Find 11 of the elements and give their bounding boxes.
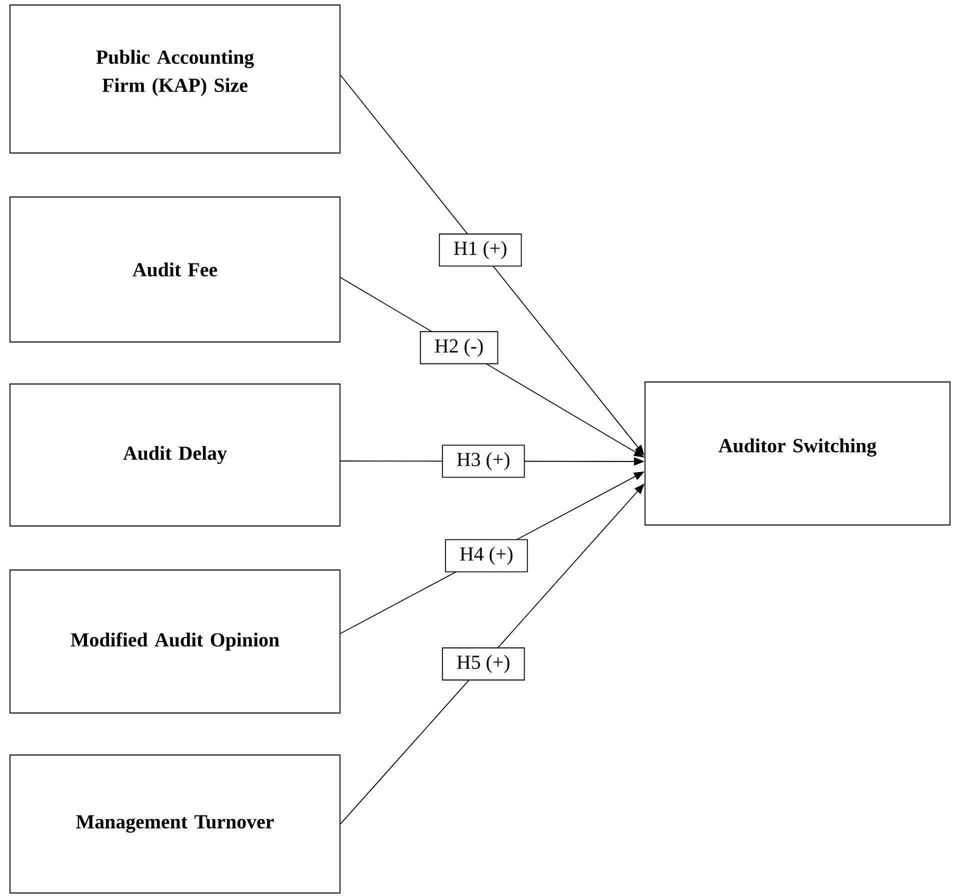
variable-box: Management Turnover: [10, 754, 340, 894]
variable-box: Audit Delay: [10, 384, 340, 526]
edge-label: H4 (+): [444, 539, 528, 572]
edge-label: H3 (+): [442, 444, 525, 478]
edge-label: H2 (-): [420, 331, 498, 364]
edge-label: H5 (+): [442, 647, 525, 680]
variable-box: Public Accounting Firm (KAP) Size: [10, 4, 340, 154]
edge-label: H1 (+): [438, 234, 522, 267]
variable-box: Audit Fee: [10, 196, 340, 342]
variable-box: Modified Audit Opinion: [10, 570, 340, 714]
variable-box: Auditor Switching: [644, 382, 950, 526]
